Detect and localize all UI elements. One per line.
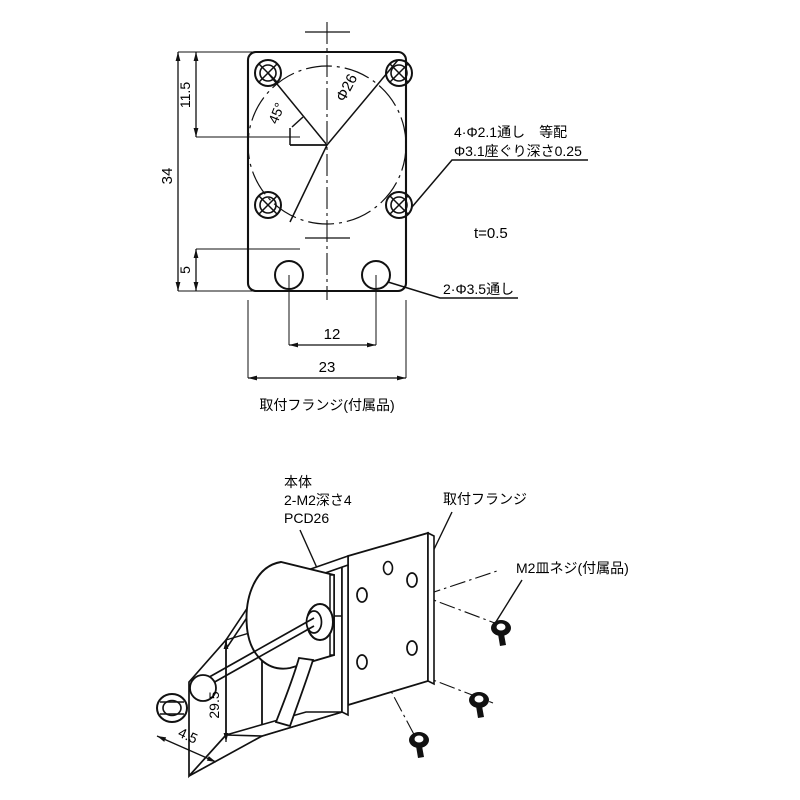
iso-label-screw: M2皿ネジ(付属品) xyxy=(516,560,629,576)
iso-ball-end xyxy=(189,674,217,702)
counterbore-hole-bottom-left xyxy=(254,191,282,219)
dimension-width-12: 12 xyxy=(289,326,376,348)
dimension-width-23-label: 23 xyxy=(319,359,336,376)
iso-screw-bottom xyxy=(409,732,429,758)
counterbore-note-line1: 4·Φ2.1通し 等配 xyxy=(454,124,567,140)
iso-shaft xyxy=(203,617,315,689)
angle-45-label: 45° xyxy=(265,100,288,126)
iso-dimension-45: 4.5 xyxy=(156,724,217,763)
top-view-caption: 取付フランジ(付属品) xyxy=(259,397,394,413)
counterbore-hole-top-right xyxy=(385,59,413,87)
iso-label-body-line3: PCD26 xyxy=(284,510,329,526)
iso-label-body-line2: 2-M2深さ4 xyxy=(284,492,352,508)
iso-screw-top xyxy=(491,620,511,646)
iso-label-body-line1: 本体 xyxy=(284,474,312,490)
iso-shaft-boss xyxy=(305,603,334,641)
iso-mounting-flange xyxy=(347,531,435,707)
dimension-height-5: 5 xyxy=(177,249,199,291)
dimension-width-12-label: 12 xyxy=(324,326,341,343)
through-hole-left xyxy=(274,260,304,290)
iso-label-flange: 取付フランジ xyxy=(443,491,527,507)
iso-nut xyxy=(156,693,188,723)
iso-dimension-295: 29.5 xyxy=(206,640,229,742)
counterbore-note-leader xyxy=(411,159,588,208)
counterbore-hole-bottom-right xyxy=(385,191,413,219)
thickness-note: t=0.5 xyxy=(474,225,508,242)
top-view-group: 34 11.5 5 xyxy=(159,22,588,413)
dimension-height-34-label: 34 xyxy=(159,168,176,185)
dimension-height-5-label: 5 xyxy=(177,266,193,274)
iso-view-group: 本体 2-M2深さ4 PCD26 取付フランジ M2皿ネジ(付属品) xyxy=(156,474,629,779)
dimension-height-34: 34 xyxy=(159,52,181,291)
iso-screw-middle xyxy=(469,692,489,718)
through-holes-35 xyxy=(274,260,391,290)
angle-45-indicator: 45° xyxy=(265,72,328,146)
pcd-diameter-label: Φ26 xyxy=(333,71,361,104)
counterbore-note-line2: Φ3.1座ぐり深さ0.25 xyxy=(454,143,582,159)
iso-support-rib xyxy=(274,656,315,728)
dimension-height-115: 11.5 xyxy=(177,52,199,137)
center-cross-marks xyxy=(305,31,350,239)
iso-dimension-45-label: 4.5 xyxy=(176,724,200,747)
top-view-extension-lines xyxy=(178,51,407,378)
bolt-circle-pcd26 xyxy=(247,65,407,225)
iso-dimension-295-label: 29.5 xyxy=(206,691,222,718)
through-hole-note-leader xyxy=(387,281,518,299)
dimension-height-115-label: 11.5 xyxy=(177,82,193,108)
pcd-diameter-leader: Φ26 xyxy=(289,59,399,223)
dimension-width-23: 23 xyxy=(248,359,406,381)
through-hole-right xyxy=(361,260,391,290)
through-hole-note: 2·Φ3.5通し xyxy=(443,281,514,297)
